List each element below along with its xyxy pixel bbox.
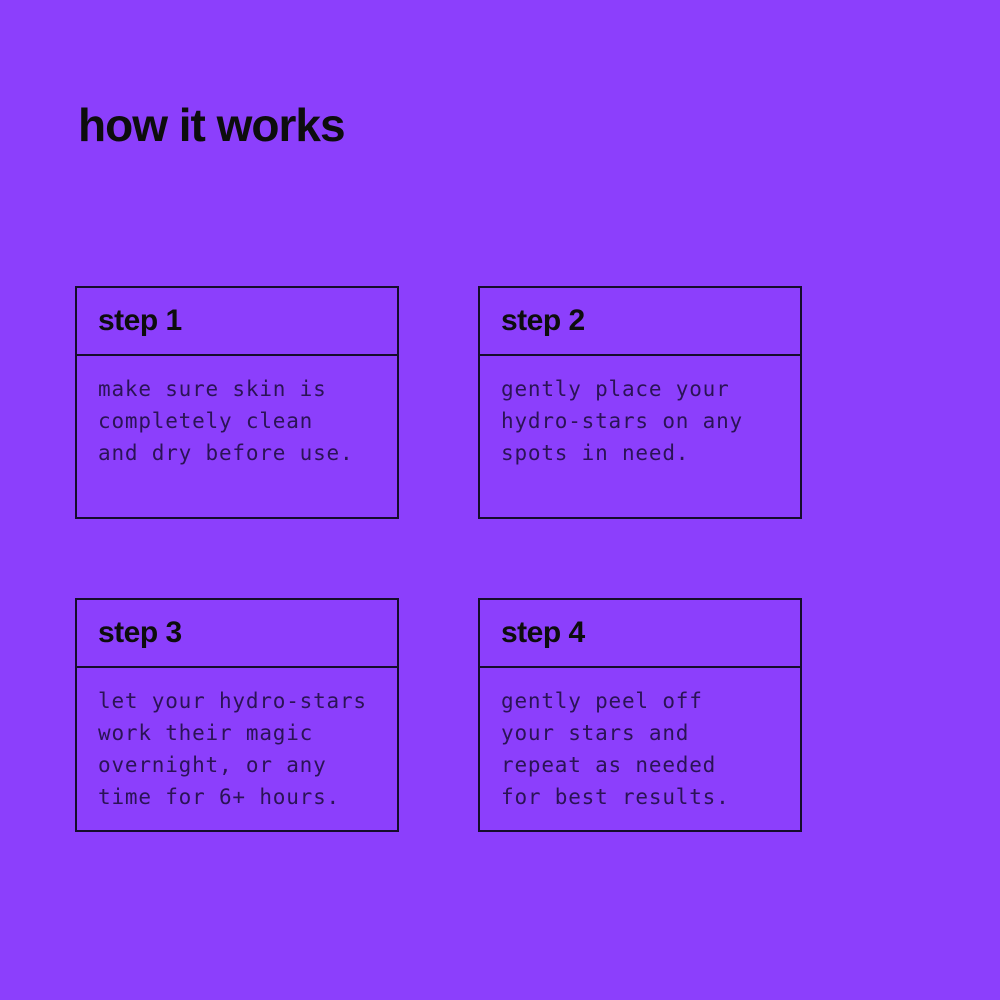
step-label: step 3 (98, 616, 182, 649)
step-card-3: step 3 let your hydro-stars work their m… (75, 598, 399, 832)
page-title: how it works (78, 99, 346, 151)
step-body: let your hydro-stars work their magic ov… (77, 668, 397, 813)
step-label: step 2 (501, 304, 585, 337)
step-body: gently peel off your stars and repeat as… (480, 668, 800, 813)
step-card-header: step 4 (480, 600, 800, 668)
step-label: step 4 (501, 616, 585, 649)
step-card-header: step 2 (480, 288, 800, 356)
step-card-header: step 1 (77, 288, 397, 356)
step-card-1: step 1 make sure skin is completely clea… (75, 286, 399, 519)
step-label: step 1 (98, 304, 182, 337)
step-card-4: step 4 gently peel off your stars and re… (478, 598, 802, 832)
step-body: gently place your hydro-stars on any spo… (480, 356, 800, 469)
step-card-2: step 2 gently place your hydro-stars on … (478, 286, 802, 519)
step-description: gently peel off your stars and repeat as… (501, 689, 730, 809)
step-description: make sure skin is completely clean and d… (98, 377, 354, 465)
step-description: gently place your hydro-stars on any spo… (501, 377, 743, 465)
step-description: let your hydro-stars work their magic ov… (98, 689, 367, 809)
step-body: make sure skin is completely clean and d… (77, 356, 397, 469)
step-card-header: step 3 (77, 600, 397, 668)
